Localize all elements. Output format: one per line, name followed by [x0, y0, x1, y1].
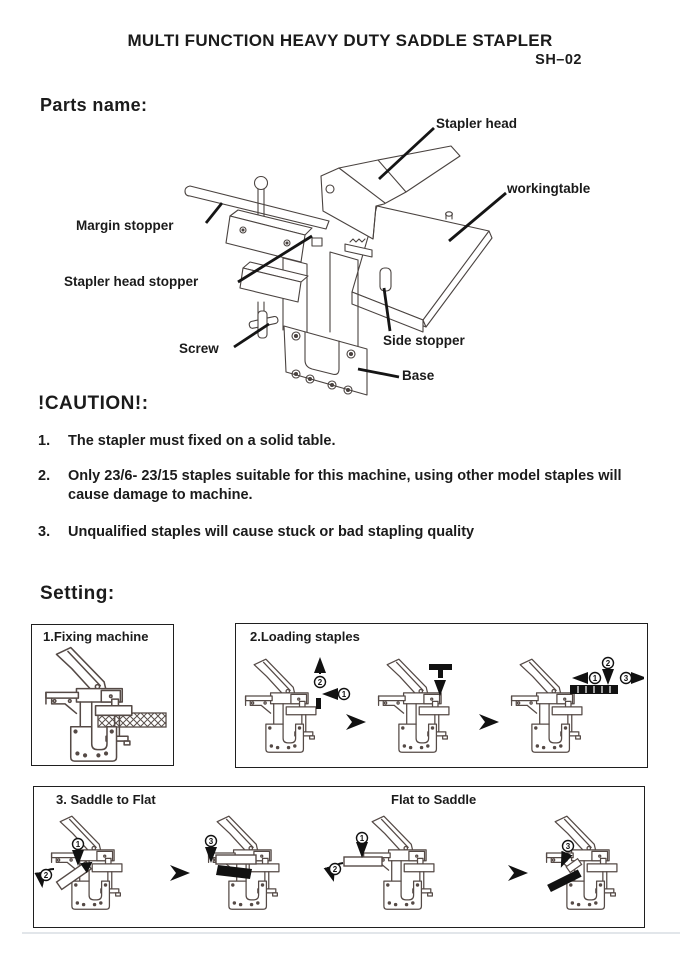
leader-margin-stopper [204, 202, 224, 224]
caution-item: 3. Unqualified staples will cause stuck … [38, 523, 642, 542]
step-number: 3 [566, 842, 571, 851]
leader-stapler-head [378, 126, 435, 181]
fixing-machine-drawing [45, 646, 167, 762]
caution-item-number: 3. [38, 524, 51, 540]
flat-to-saddle-label: Flat to Saddle [391, 792, 477, 807]
caution-item: 1. The stapler must fixed on a solid tab… [38, 432, 642, 451]
caution-list: 1. The stapler must fixed on a solid tab… [38, 432, 642, 558]
setting-box-loading-staples: 2 1 1 2 3 [235, 623, 648, 768]
step-number: 2 [44, 871, 49, 880]
leader-base [357, 367, 400, 379]
step-number: 2 [318, 678, 323, 687]
step-number: 1 [342, 690, 347, 699]
step-number: 1 [76, 840, 81, 849]
saddle-flat-drawing: 1 2 3 1 2 3 [34, 815, 618, 910]
model-number: SH–02 [535, 52, 582, 68]
loading-staples-drawing: 2 1 1 2 3 [244, 656, 644, 753]
saddle-to-flat-label: 3. Saddle to Flat [56, 792, 156, 807]
doc-title: MULTI FUNCTION HEAVY DUTY SADDLE STAPLER [127, 31, 553, 50]
next-step-arrow [479, 714, 499, 730]
step-number: 1 [593, 674, 598, 683]
caution-item-number: 1. [38, 433, 51, 449]
label-stapler-head: Stapler head [436, 116, 518, 131]
leader-screw [233, 322, 270, 349]
setting-heading: Setting: [40, 583, 115, 604]
label-side-stopper: Side stopper [383, 333, 465, 348]
caution-item: 2. Only 23/6- 23/15 staples suitable for… [38, 467, 642, 505]
page-bottom-rule [22, 932, 680, 934]
caution-item-text: Only 23/6- 23/15 staples suitable for th… [68, 468, 622, 503]
caution-item-text: Unqualified staples will cause stuck or … [68, 524, 475, 540]
step-number: 3 [624, 674, 629, 683]
leader-workingtable [448, 191, 507, 243]
leader-stapler-head-stopper [237, 234, 313, 284]
step-number: 2 [333, 865, 338, 874]
loading-staples-label: 2.Loading staples [250, 629, 360, 644]
next-step-arrow [346, 714, 366, 730]
label-workingtable: workingtable [507, 181, 591, 196]
label-stapler-head-stopper: Stapler head stopper [64, 274, 199, 289]
label-screw: Screw [179, 341, 219, 356]
caution-item-text: The stapler must fixed on a solid table. [68, 433, 336, 449]
fixing-machine-label: 1.Fixing machine [43, 629, 149, 644]
setting-box-saddle-flat: 1 2 3 1 2 3 [33, 786, 645, 928]
leader-side-stopper [382, 287, 392, 332]
caution-heading: !CAUTION!: [38, 393, 149, 414]
next-step-arrow [508, 865, 528, 881]
setting-box-fixing-machine: 1.Fixing machine [31, 624, 174, 766]
step-number: 1 [360, 834, 365, 843]
label-base: Base [402, 368, 435, 383]
step-number: 3 [209, 837, 214, 846]
next-step-arrow [170, 865, 190, 881]
step-number: 2 [606, 659, 611, 668]
parts-heading: Parts name: [40, 95, 148, 115]
caution-item-number: 2. [38, 468, 51, 484]
label-margin-stopper: Margin stopper [76, 218, 174, 233]
